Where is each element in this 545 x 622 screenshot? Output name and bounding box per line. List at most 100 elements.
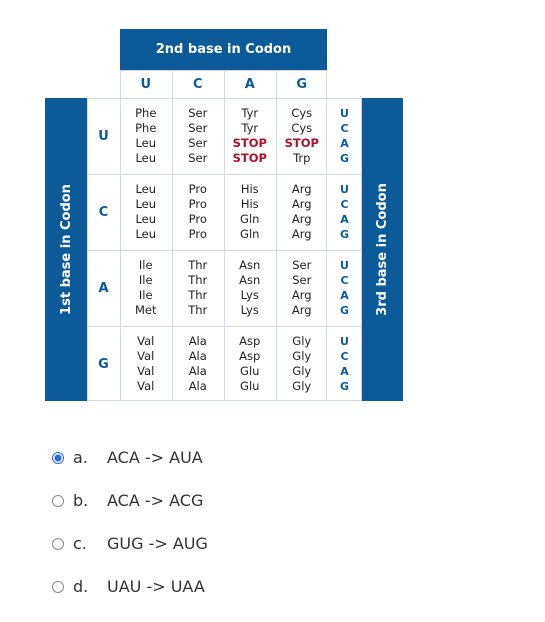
third-base-A: A (340, 213, 349, 226)
amino-acid: Tyr (241, 106, 259, 120)
option-text: ACA -> ACG (107, 491, 204, 510)
amino-acid: Asp (239, 334, 261, 348)
grid-line (120, 70, 327, 71)
amino-acid: Phe (135, 106, 157, 120)
third-base-label: 3rd base in Codon (375, 183, 390, 316)
amino-acid: His (240, 182, 259, 196)
radio-button[interactable] (52, 537, 64, 550)
grid-line (224, 70, 225, 401)
third-base-U: U (340, 335, 349, 348)
amino-acid: Leu (135, 212, 157, 226)
grid-line (172, 70, 173, 401)
option-c[interactable]: c. GUG -> AUG (52, 534, 208, 553)
amino-acid: Arg (291, 182, 312, 196)
amino-acid: Leu (135, 227, 157, 241)
first-base-G: G (98, 356, 109, 372)
option-a[interactable]: a. ACA -> AUA (52, 448, 203, 467)
amino-acid: Gly (292, 364, 312, 378)
amino-acid: Ser (188, 151, 208, 165)
amino-acid: STOP (232, 151, 267, 165)
amino-acid: Thr (188, 303, 208, 317)
amino-acid: Ser (188, 121, 208, 135)
first-base-U: U (98, 128, 109, 144)
first-base-label-band: 1st base in Codon (45, 98, 87, 401)
first-base-C: C (98, 204, 109, 220)
amino-acid: Ser (292, 258, 312, 272)
amino-acid: Ile (138, 258, 153, 272)
amino-acid: Leu (135, 136, 157, 150)
amino-acid: Trp (293, 151, 311, 165)
amino-acid: Tyr (241, 121, 259, 135)
amino-acid: Gly (292, 349, 312, 363)
second-base-A: A (244, 76, 255, 92)
amino-acid: Asn (239, 258, 261, 272)
third-base-C: C (340, 274, 349, 287)
amino-acid: Pro (188, 197, 207, 211)
amino-acid: Val (137, 364, 155, 378)
amino-acid: Asp (239, 349, 261, 363)
option-letter: b. (73, 491, 89, 510)
third-base-U: U (340, 259, 349, 272)
amino-acid: Ala (188, 334, 207, 348)
radio-button[interactable] (52, 494, 64, 507)
second-base-C: C (192, 76, 203, 92)
grid-line (87, 98, 88, 401)
amino-acid: Val (137, 349, 155, 363)
grid-line (87, 174, 362, 175)
third-base-label-band: 3rd base in Codon (362, 98, 403, 401)
amino-acid: Gln (240, 212, 260, 226)
radio-button[interactable] (52, 580, 64, 593)
amino-acid: Ile (138, 273, 153, 287)
amino-acid: Lys (240, 288, 259, 302)
amino-acid: Ser (188, 136, 208, 150)
first-base-A: A (98, 280, 109, 296)
amino-acid: Thr (188, 273, 208, 287)
amino-acid: Glu (240, 379, 260, 393)
third-base-U: U (340, 183, 349, 196)
amino-acid: Arg (291, 288, 312, 302)
amino-acid: Pro (188, 212, 207, 226)
grid-line (120, 70, 121, 401)
amino-acid: Thr (188, 288, 208, 302)
option-text: ACA -> AUA (107, 448, 203, 467)
amino-acid: Ser (292, 273, 312, 287)
second-base-U: U (140, 76, 152, 92)
amino-acid: STOP (232, 136, 267, 150)
amino-acid: Ala (188, 364, 207, 378)
option-d[interactable]: d.UAU -> UAA (52, 577, 205, 596)
grid-line (87, 326, 362, 327)
amino-acid: STOP (284, 136, 319, 150)
third-base-A: A (340, 289, 349, 302)
amino-acid: Phe (135, 121, 157, 135)
option-letter: c. (73, 534, 87, 553)
option-b[interactable]: b. ACA -> ACG (52, 491, 203, 510)
amino-acid: Cys (291, 106, 313, 120)
amino-acid: Cys (291, 121, 313, 135)
grid-line (326, 70, 327, 401)
grid-line (361, 98, 362, 401)
option-text: GUG -> AUG (107, 534, 208, 553)
amino-acid: Arg (291, 227, 312, 241)
amino-acid: Leu (135, 197, 157, 211)
option-letter: a. (73, 448, 88, 467)
amino-acid: Val (137, 379, 155, 393)
amino-acid: Pro (188, 182, 207, 196)
radio-button[interactable] (52, 451, 64, 464)
second-base-title: 2nd base in Codon (120, 29, 327, 70)
third-base-A: A (340, 365, 349, 378)
third-base-G: G (339, 152, 350, 165)
amino-acid: Met (134, 303, 157, 317)
